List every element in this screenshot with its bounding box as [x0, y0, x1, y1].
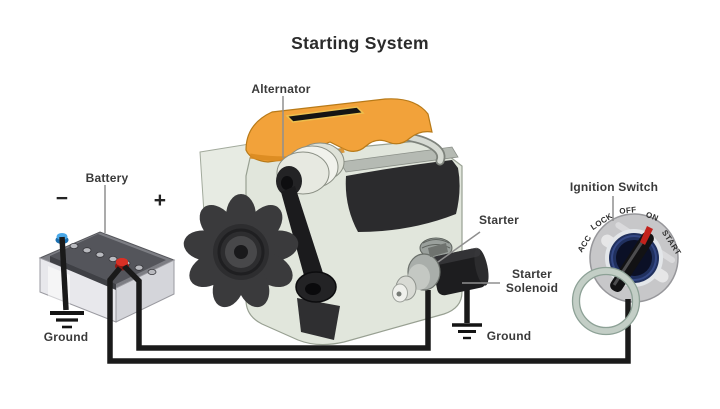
- leader-lines: [104, 96, 614, 284]
- lock-ring-highlight: [611, 235, 657, 281]
- starter-label: Starter: [478, 213, 520, 227]
- battery-platform-edge: [50, 256, 116, 290]
- ignition-switch-label: Ignition Switch: [569, 180, 659, 194]
- alternator-pulley: [276, 142, 345, 196]
- cooling-fan-icon: [181, 194, 301, 312]
- solenoid-label-line1: Starter: [511, 267, 553, 281]
- intake-manifold: [345, 160, 460, 232]
- fan-hub-ring: [217, 228, 265, 276]
- negative-terminal-label: −: [55, 187, 69, 210]
- alternator-label: Alternator: [251, 82, 311, 96]
- starter-bracket: [428, 243, 448, 257]
- starter-motor: [392, 237, 489, 303]
- solenoid-label-line2: Solenoid: [505, 281, 559, 295]
- pulley-hub-hole: [281, 176, 293, 190]
- positive-terminal-label: +: [153, 189, 167, 212]
- breather-tube-highlight: [395, 133, 444, 164]
- wiring: [59, 236, 631, 364]
- ground-symbol-right: [452, 323, 482, 340]
- battery-ground-wire: [59, 236, 69, 311]
- battery-label: Battery: [85, 171, 129, 185]
- position-marker: [640, 226, 653, 245]
- engine: [181, 98, 463, 346]
- key-ring-icon: [571, 266, 641, 336]
- valve-cover-slot: [285, 106, 365, 123]
- drive-belt: [281, 186, 324, 290]
- ground-symbol-left: [50, 311, 84, 329]
- crank-pulley: [295, 271, 337, 303]
- starter-solenoid-label: Starter Solenoid: [506, 267, 558, 295]
- battery-to-starter-wire: [122, 264, 431, 351]
- dial-text-on: ON: [645, 210, 660, 223]
- diagram-title: Starting System: [291, 33, 429, 53]
- ground-label-starter: Ground: [486, 329, 532, 343]
- starter-nose-center: [396, 291, 402, 297]
- dial-text-off: OFF: [619, 205, 637, 216]
- fan-hub-center: [234, 245, 248, 259]
- battery-right-face: [115, 259, 175, 323]
- battery-top-platform: [50, 234, 166, 284]
- battery-to-ignition-wire: [107, 266, 631, 364]
- positive-terminal-cap: [116, 258, 128, 266]
- engine-underside-shadow: [297, 298, 340, 340]
- intake-rail: [339, 146, 459, 173]
- starter-leader-line: [437, 231, 481, 263]
- ground-label-battery: Ground: [43, 330, 89, 344]
